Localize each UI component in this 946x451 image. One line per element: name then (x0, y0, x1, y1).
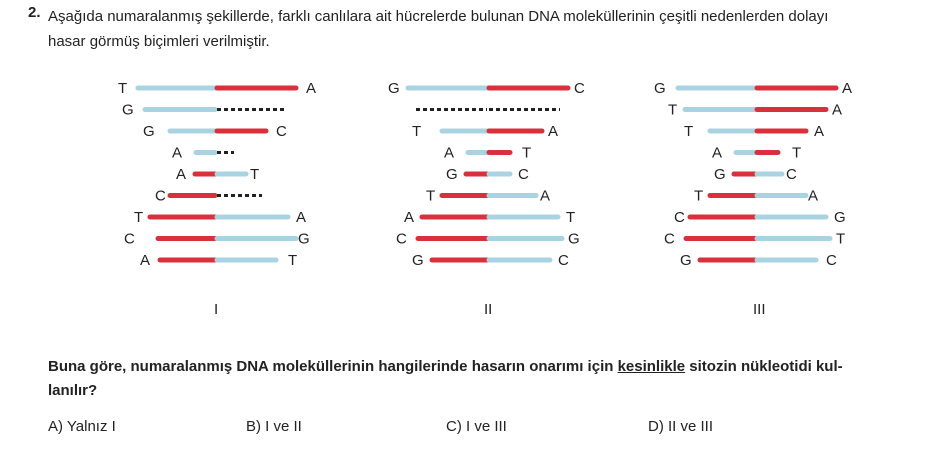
base-label-right: A (808, 188, 818, 205)
base-label-right: T (566, 209, 575, 226)
prompt-part-before: Buna göre, numaralanmış DNA moleküllerin… (48, 358, 618, 375)
choice-c[interactable]: C) I ve III (446, 418, 507, 435)
base-label-right: C (276, 123, 287, 140)
question-prompt-line2: lanılır? (48, 382, 98, 399)
base-label-left: G (412, 252, 424, 269)
question-text-line1: Aşağıda numaralanmış şekillerde, farklı … (48, 8, 829, 25)
base-label-left: T (684, 123, 693, 140)
question-prompt-line1: Buna göre, numaralanmış DNA moleküllerin… (48, 355, 928, 379)
base-label-left: T (134, 209, 143, 226)
base-label-left: C (664, 231, 675, 248)
question-number: 2. (28, 4, 41, 21)
base-label-right: T (288, 252, 297, 269)
figure-label-3: III (753, 301, 766, 318)
question-prompt: Buna göre, numaralanmış DNA moleküllerin… (48, 355, 928, 403)
base-label-right: G (568, 231, 580, 248)
base-label-left: C (674, 209, 685, 226)
base-label-right: C (518, 166, 529, 183)
base-label-left: A (404, 209, 414, 226)
question-text-line2: hasar görmüş biçimleri verilmiştir. (48, 33, 270, 50)
base-label-left: T (668, 102, 677, 119)
base-label-left: G (714, 166, 726, 183)
base-label-right: A (814, 123, 824, 140)
base-label-right: G (834, 209, 846, 226)
base-label-right: A (306, 80, 316, 97)
prompt-part-after: sitozin nükleotidi kul- (685, 358, 843, 375)
base-label-right: C (786, 166, 797, 183)
prompt-underlined-word: kesinlikle (617, 358, 686, 375)
base-label-right: T (250, 166, 259, 183)
base-label-right: A (540, 188, 550, 205)
base-label-left: T (412, 123, 421, 140)
base-label-right: T (792, 145, 801, 162)
base-label-right: C (574, 80, 585, 97)
base-label-right: G (298, 231, 310, 248)
choice-d[interactable]: D) II ve III (648, 418, 714, 435)
base-label-right: C (558, 252, 569, 269)
base-label-left: T (426, 188, 435, 205)
base-label-left: A (176, 166, 186, 183)
choice-b[interactable]: B) I ve II (246, 418, 302, 435)
base-label-right: A (842, 80, 852, 97)
base-label-left: G (446, 166, 458, 183)
base-label-right: T (522, 145, 531, 162)
choice-a[interactable]: A) Yalnız I (48, 418, 116, 435)
base-label-right: C (826, 252, 837, 269)
base-label-left: A (712, 145, 722, 162)
base-label-left: A (444, 145, 454, 162)
base-label-left: G (388, 80, 400, 97)
base-label-left: A (140, 252, 150, 269)
figure-label-1: I (214, 301, 219, 318)
base-label-left: C (396, 231, 407, 248)
base-label-left: G (122, 102, 134, 119)
base-label-right: A (548, 123, 558, 140)
base-label-left: A (172, 145, 182, 162)
question-text: Aşağıda numaralanmış şekillerde, farklı … (48, 4, 928, 54)
base-label-left: C (155, 188, 166, 205)
base-label-right: A (832, 102, 842, 119)
base-label-right: T (836, 231, 845, 248)
base-label-left: G (680, 252, 692, 269)
figure-label-2: II (484, 301, 493, 318)
base-label-left: T (118, 80, 127, 97)
base-label-left: G (143, 123, 155, 140)
base-label-left: T (694, 188, 703, 205)
base-label-left: C (124, 231, 135, 248)
base-label-right: A (296, 209, 306, 226)
base-label-left: G (654, 80, 666, 97)
